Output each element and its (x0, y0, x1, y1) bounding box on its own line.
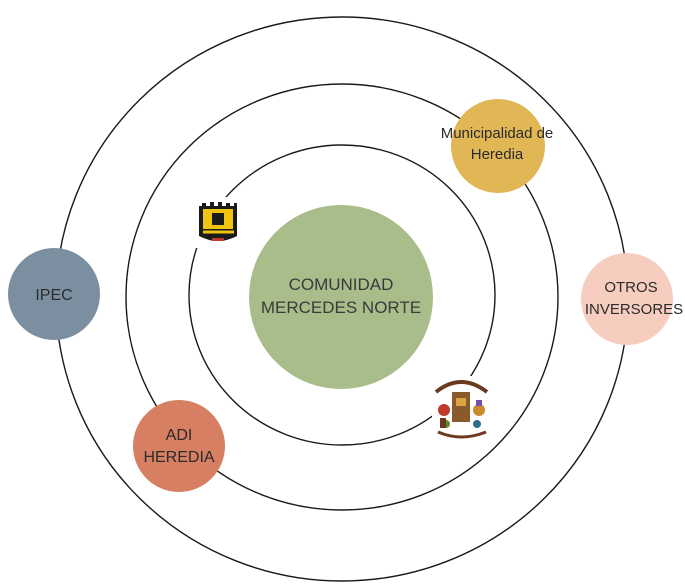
marching-band-logo-icon (193, 197, 243, 248)
ipec-circle (8, 248, 100, 340)
center-node: COMUNIDAD MERCEDES NORTE (249, 205, 433, 389)
node-ipec: IPEC (8, 248, 100, 340)
compania-folklorica-logo-icon (432, 376, 491, 439)
municipalidad-circle (451, 99, 545, 193)
node-otros-inversores: OTROS INVERSORES (581, 253, 683, 345)
center-circle (249, 205, 433, 389)
adi-label-line1: ADI (166, 427, 193, 444)
node-municipalidad: Municipalidad de Heredia (441, 99, 554, 193)
otros-label-line1: OTROS (604, 279, 657, 296)
municipalidad-label-line1: Municipalidad de (441, 125, 554, 142)
otros-circle (581, 253, 673, 345)
adi-label-line2: HEREDIA (143, 449, 214, 466)
center-label-line2: MERCEDES NORTE (261, 298, 421, 317)
ipec-label: IPEC (35, 287, 72, 304)
node-adi-heredia: ADI HEREDIA (133, 400, 225, 492)
adi-circle (133, 400, 225, 492)
middle-ring (125, 83, 559, 511)
center-label-line1: COMUNIDAD (289, 275, 394, 294)
municipalidad-label-line2: Heredia (471, 146, 524, 163)
inner-ring (188, 144, 496, 446)
otros-label-line2: INVERSORES (585, 301, 683, 318)
